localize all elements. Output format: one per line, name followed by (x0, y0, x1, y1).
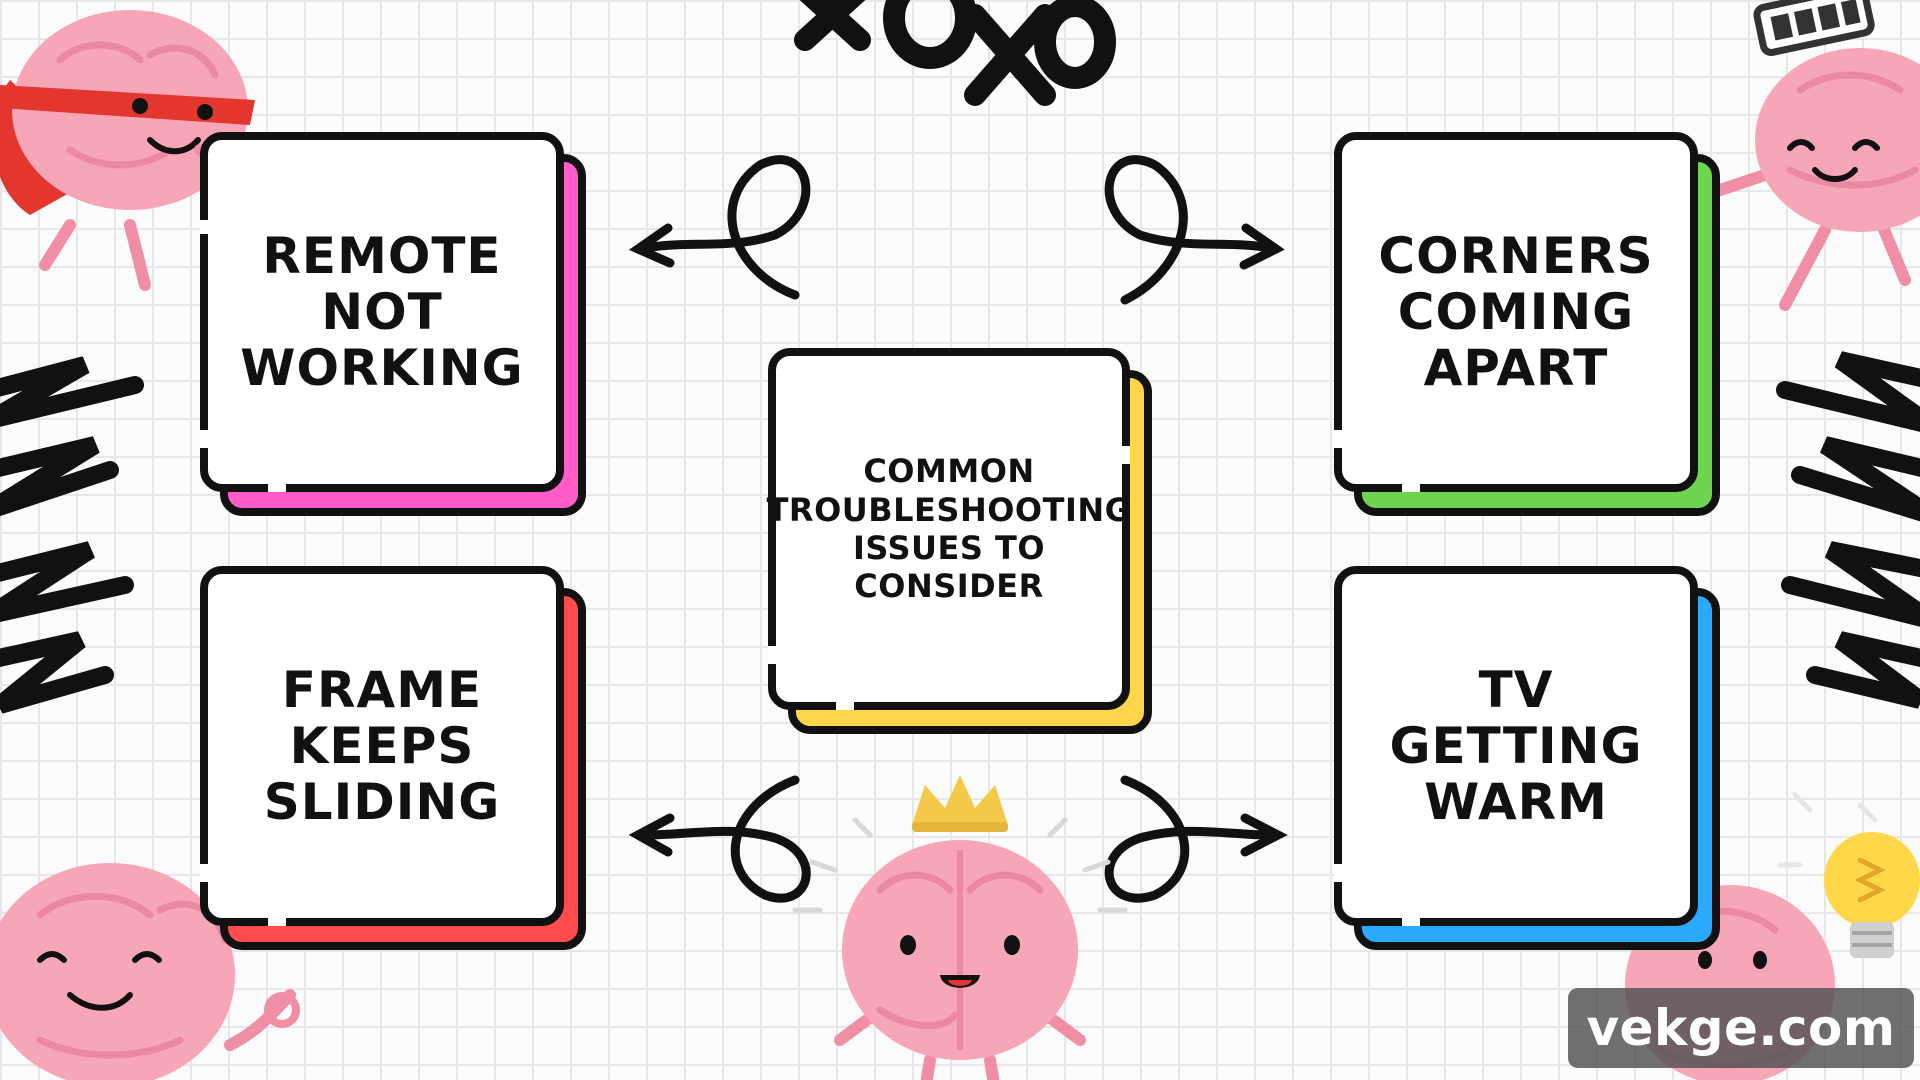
xoxo-doodle (794, 0, 1116, 106)
card-face: TV getting warm (1334, 566, 1698, 926)
loop-arrow (1104, 775, 1288, 903)
card-tv-getting-warm: TV getting warm (1334, 566, 1720, 950)
card-face: Frame keeps sliding (200, 566, 564, 926)
crown-icon (912, 775, 1008, 832)
card-label: Common troubleshooting issues to conside… (766, 452, 1132, 606)
card-face: Common troubleshooting issues to conside… (766, 348, 1132, 710)
card-edge-gap (268, 918, 286, 926)
card-label: TV getting warm (1389, 661, 1643, 831)
sparkle-lines (792, 817, 1128, 913)
watermark: vekge.com (1568, 988, 1914, 1068)
card-edge-gap (768, 646, 776, 664)
card-edge-gap (1334, 430, 1342, 448)
card-frame-keeps-sliding: Frame keeps sliding (200, 566, 586, 950)
card-edge-gap (1334, 864, 1342, 882)
battery-icon (1753, 0, 1875, 56)
card-label: Remote not working (240, 227, 524, 397)
card-face: Corners coming apart (1334, 132, 1698, 492)
loop-arrow (1104, 155, 1285, 305)
card-edge-gap (268, 484, 286, 492)
card-label: Frame keeps sliding (263, 661, 501, 831)
card-edge-gap (1402, 484, 1420, 492)
card-edge-gap (1402, 918, 1420, 926)
scribble-lines (0, 356, 144, 714)
card-edge-gap (200, 430, 208, 448)
brain-mascot (834, 840, 1086, 1080)
light-bulb-icon (1777, 792, 1920, 958)
loop-arrow (628, 775, 811, 903)
card-edge-gap (1122, 446, 1130, 464)
card-remote-not-working: Remote not working (200, 132, 586, 516)
brain-mascot (1714, 48, 1920, 311)
loop-arrow (628, 155, 811, 300)
card-common-troubleshooting: Common troubleshooting issues to conside… (766, 348, 1152, 734)
card-label: Corners coming apart (1378, 227, 1654, 397)
card-corners-coming-apart: Corners coming apart (1334, 132, 1720, 516)
card-edge-gap (836, 702, 854, 710)
card-edge-gap (200, 864, 208, 882)
card-face: Remote not working (200, 132, 564, 492)
card-edge-gap (200, 220, 208, 234)
scribble-lines (1776, 351, 1920, 709)
